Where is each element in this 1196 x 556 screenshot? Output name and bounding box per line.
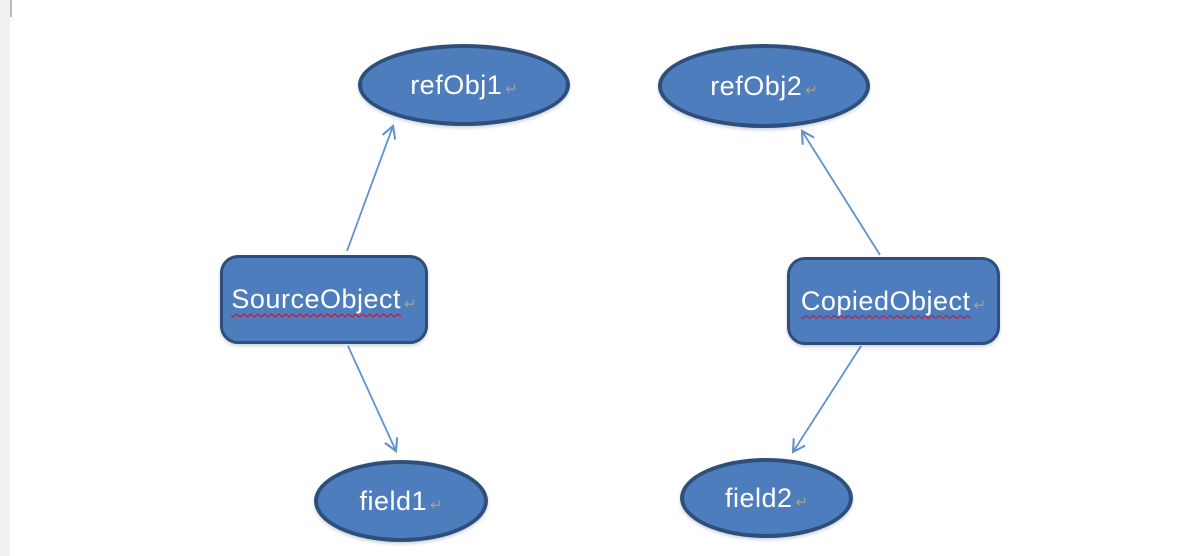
node-field2[interactable]: field2 ↵ [680, 458, 853, 538]
line-break-mark-icon: ↵ [795, 494, 809, 511]
line-break-mark-icon: ↵ [805, 82, 818, 99]
node-sourceobject[interactable]: SourceObject ↵ [220, 255, 428, 344]
node-field2-label: field2 [724, 482, 793, 513]
node-refobj2[interactable]: refObj2 ↵ [658, 44, 870, 128]
window-edge-strip [0, 0, 10, 556]
node-sourceobject-label: SourceObject [231, 284, 401, 314]
line-break-mark-icon: ↵ [973, 297, 987, 314]
node-copiedobject[interactable]: CopiedObject ↵ [787, 257, 1000, 345]
arrow-sourceobject-to-refobj1[interactable] [346, 123, 397, 252]
arrow-sourceobject-to-field1[interactable] [347, 345, 399, 453]
node-field1[interactable]: field1 ↵ [314, 460, 488, 542]
node-refobj1-label: refObj1 [410, 69, 503, 100]
node-refobj1[interactable]: refObj1 ↵ [358, 44, 570, 126]
arrow-copiedobject-to-refobj2[interactable] [800, 129, 881, 256]
node-field1-label: field1 [359, 485, 427, 516]
window-edge-line [10, 0, 12, 17]
arrow-copiedobject-to-field2[interactable] [791, 345, 862, 454]
node-refobj2-label: refObj2 [710, 70, 803, 101]
line-break-mark-icon: ↵ [505, 81, 518, 98]
line-break-mark-icon: ↵ [404, 295, 417, 313]
line-break-mark-icon: ↵ [429, 497, 443, 514]
node-copiedobject-label: CopiedObject [800, 285, 971, 316]
